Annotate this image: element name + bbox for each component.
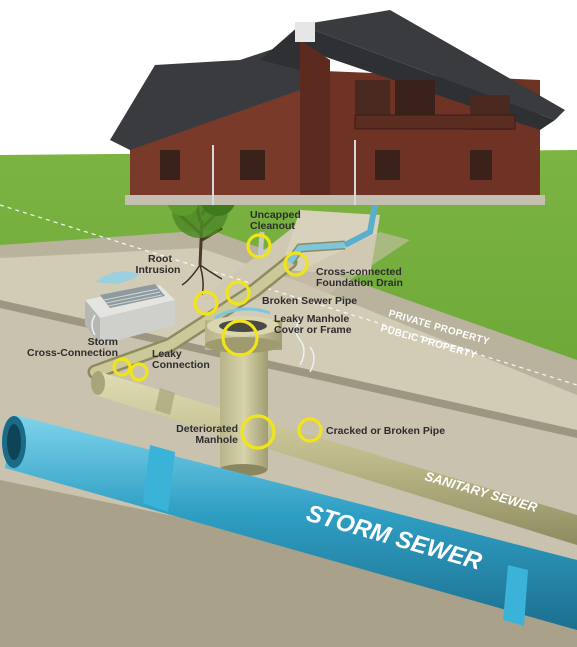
house — [110, 10, 565, 205]
ring-deteriorated-manhole — [240, 414, 276, 450]
ring-storm-cross-connection — [112, 357, 132, 377]
ring-uncapped-cleanout — [246, 233, 272, 259]
storm-sewer-pipe — [2, 415, 577, 630]
label-cracked-pipe: Cracked or Broken Pipe — [326, 425, 445, 437]
label-storm-cross-1: Storm — [88, 336, 118, 348]
ring-leaky-manhole-cover — [221, 319, 259, 357]
label-cross-connected-2: Foundation Drain — [316, 277, 403, 289]
label-uncapped-cleanout-1: Uncapped — [250, 209, 301, 221]
label-cross-connected-1: Cross-connected — [316, 266, 402, 278]
label-root-intrusion-2: Intrusion — [136, 264, 181, 276]
ring-root-intrusion — [193, 290, 219, 316]
label-broken-sewer-pipe: Broken Sewer Pipe — [262, 295, 357, 307]
label-deteriorated-2: Manhole — [195, 434, 238, 446]
label-leaky-manhole-1: Leaky Manhole — [274, 313, 349, 325]
ring-cross-connected-drain — [283, 251, 309, 277]
label-leaky-connection-1: Leaky — [152, 348, 182, 360]
leak-drips — [91, 314, 315, 373]
label-leaky-manhole-2: Cover or Frame — [274, 324, 352, 336]
sanitary-sewer-pipe — [91, 371, 577, 545]
label-leaky-connection-2: Connection — [152, 359, 210, 371]
highlight-rings — [112, 233, 323, 450]
ring-cracked-broken-pipe — [297, 417, 323, 443]
label-storm-cross-2: Cross-Connection — [27, 347, 118, 359]
label-uncapped-cleanout-2: Cleanout — [250, 220, 295, 232]
label-deteriorated-1: Deteriorated — [176, 423, 238, 435]
ring-broken-sewer-pipe — [225, 280, 251, 306]
ring-leaky-connection — [129, 362, 149, 382]
label-root-intrusion-1: Root — [148, 253, 172, 265]
callout-labels: Uncapped Cleanout Root Intrusion Cross-c… — [27, 209, 445, 446]
